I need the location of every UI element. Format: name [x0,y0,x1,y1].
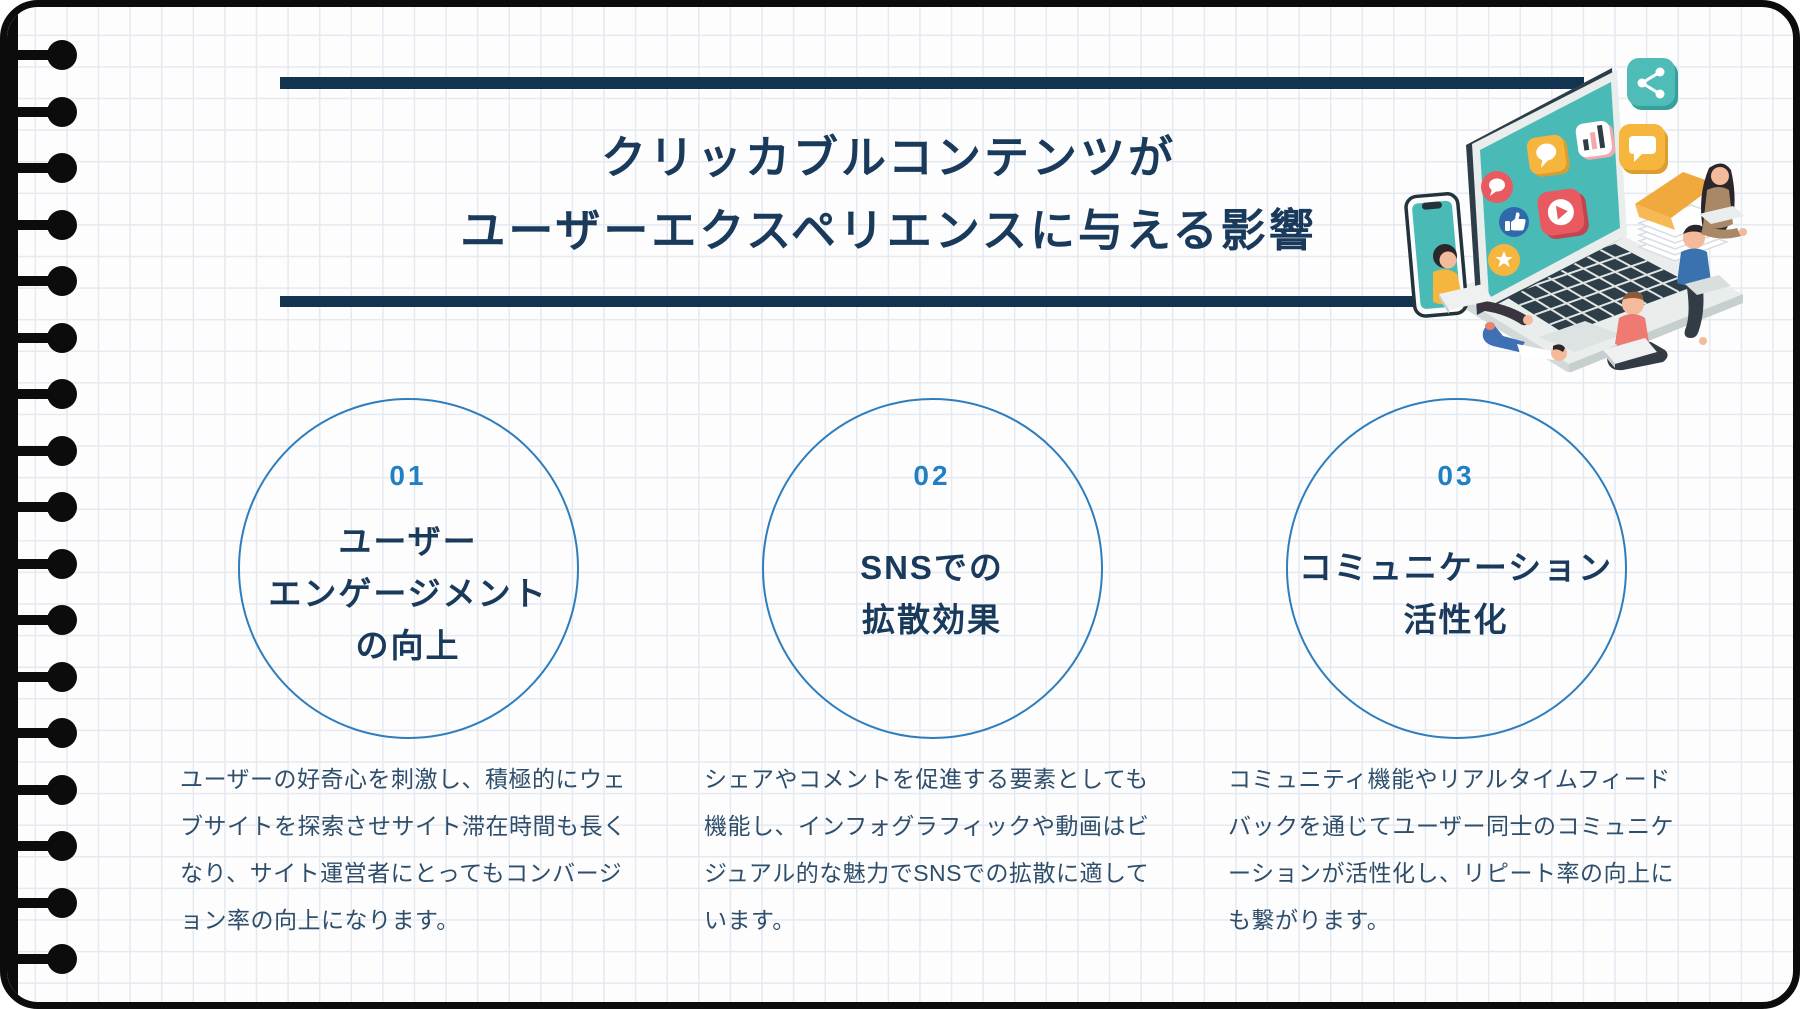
feature-heading-1-line-2: エンゲージメント [268,574,548,612]
feature-heading-1-line-3: の向上 [355,626,461,664]
feature-description-2: シェアやコメントを促進する要素としても機能し、インフォグラフィックや動画はビジュ… [704,766,1150,933]
feature-heading-3-line-2: 活性化 [1403,600,1509,638]
feature-heading-3-line-1: コミュニケーション [1298,548,1614,586]
person-brown-dress [1699,163,1747,239]
feature-heading-1: ユーザー エンゲージメント の向上 [268,492,547,737]
feature-heading-2-line-1: SNSでの [860,548,1004,586]
feature-circle-3: 03 コミュニケーション 活性化 [1285,398,1627,739]
person-blue-sweater [1677,224,1731,345]
person-lying [1482,322,1567,361]
thumbs-up-icon [1499,207,1529,237]
feature-heading-2: SNSでの 拡散効果 [860,492,1004,737]
chat-icon [1619,124,1668,174]
feature-circle-1: 01 ユーザー エンゲージメント の向上 [237,398,579,739]
feature-communication: 03 コミュニケーション 活性化 コミュニティ機能やリアルタイムフィードバックを… [1226,398,1686,944]
feature-description-1: ユーザーの好奇心を刺激し、積極的にウェブサイトを探索させサイト滞在時間も長くなり… [180,766,627,933]
page-title-line-1: クリッカブルコンテンツが [600,132,1177,183]
feature-heading-1-line-1: ユーザー [338,522,478,560]
speech-bubble-icon [1481,171,1513,203]
share-icon [1627,58,1678,110]
chat-square-icon [1526,134,1570,177]
star-icon [1488,244,1520,276]
page-title-line-2: ユーザーエクスペリエンスに与える影響 [460,205,1317,256]
person-red-shirt [1603,291,1668,371]
binding-rings [7,7,97,1002]
person-at-phone [1433,244,1533,326]
feature-number-2: 02 [913,460,951,491]
bar-chart-icon [1575,120,1616,160]
page-title: クリッカブルコンテンツが ユーザーエクスペリエンスに与える影響 [280,121,1497,267]
feature-number-1: 01 [389,460,427,491]
play-icon [1537,188,1589,239]
trackpad [1539,321,1621,352]
feature-sns-spread: 02 SNSでの 拡散効果 シェアやコメントを促進する要素としても機能し、インフ… [702,398,1162,944]
feature-number-3: 03 [1437,460,1475,491]
feature-user-engagement: 01 ユーザー エンゲージメント の向上 ユーザーの好奇心を刺激し、積極的にウェ… [178,398,638,944]
feature-circle-2: 02 SNSでの 拡散効果 [761,398,1103,739]
feature-description-3: コミュニティ機能やリアルタイムフィードバックを通じてユーザー同士のコミュニケーシ… [1228,766,1675,933]
devices-social-illustration [1404,58,1747,372]
feature-heading-2-line-2: 拡散効果 [861,600,1002,638]
feature-heading-3: コミュニケーション 活性化 [1299,492,1613,737]
title-rule-top [280,77,1584,89]
title-rule-bottom [280,296,1497,307]
